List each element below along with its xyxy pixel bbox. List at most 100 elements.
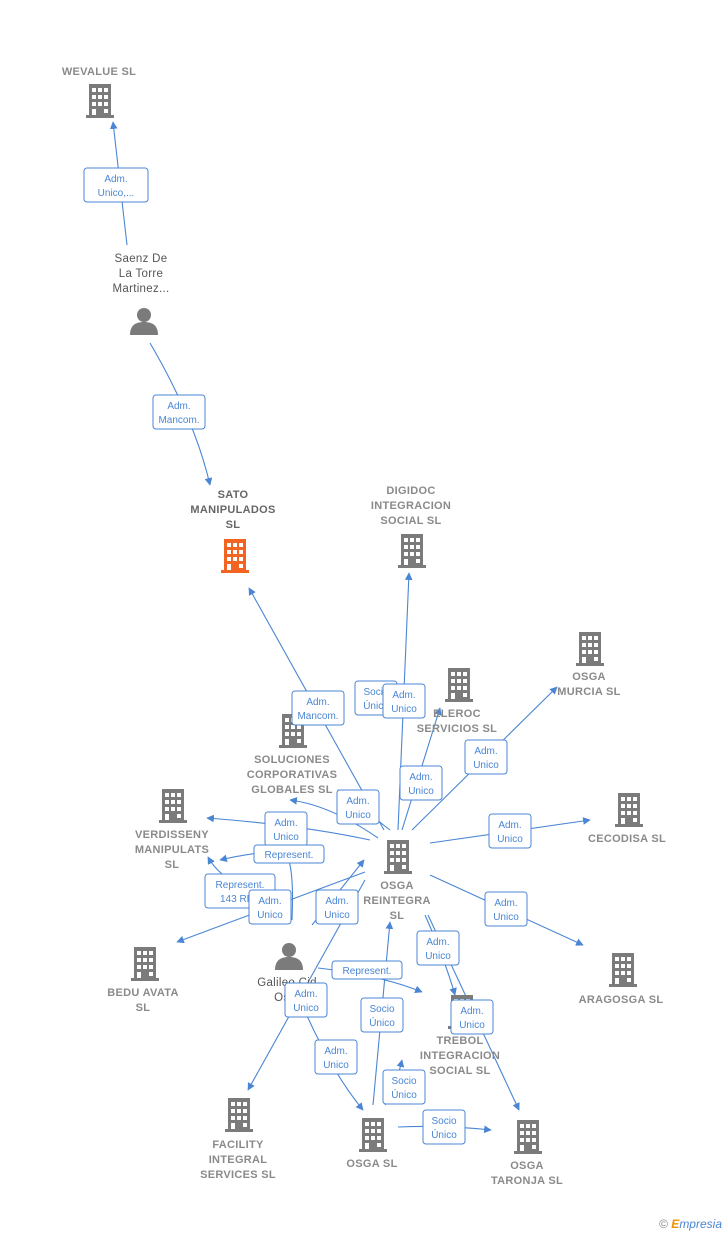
edge-label-frame — [248, 889, 292, 925]
edge-label-box[interactable]: Adm.Unico — [450, 999, 494, 1035]
edge-label-frame — [484, 891, 528, 927]
node-label-line: OSGA — [380, 880, 414, 892]
company-node-wevalue[interactable]: WEVALUE SL — [62, 66, 136, 118]
node-label-line: SOCIAL SL — [380, 515, 441, 527]
edge-label-frame — [360, 997, 404, 1033]
edge-label-text: Unico — [473, 760, 499, 771]
edge-label-box[interactable]: Adm.Mancom. — [152, 394, 206, 430]
edge-label-text: Unico — [323, 1060, 349, 1071]
node-label-line: SOCIAL SL — [429, 1065, 490, 1077]
node-label-line: SL — [136, 1002, 151, 1014]
edge-label-frame — [464, 739, 508, 775]
person-icon — [275, 943, 303, 970]
edge-label-box[interactable]: Adm.Unico — [314, 1039, 358, 1075]
edge-label-box[interactable]: Adm.Unico — [382, 683, 426, 719]
node-label-line: OSGA — [572, 671, 606, 683]
edge-label-box[interactable]: Represent. — [253, 844, 325, 864]
brand-name: mpresia — [679, 1217, 722, 1231]
edge-label-box[interactable]: Adm.Unico — [264, 811, 308, 847]
edge-label-text: Unico — [408, 786, 434, 797]
node-label-line: SERVICIOS SL — [417, 723, 497, 735]
edge-label-text: Unico — [497, 834, 523, 845]
edge-label-text: Adm. — [325, 896, 348, 907]
company-node-aragosga[interactable]: ARAGOSGA SL — [579, 953, 664, 1006]
person-icon — [130, 308, 158, 335]
edge-label-box[interactable]: Adm.Unico — [315, 889, 359, 925]
edge-label-text: Adm. — [460, 1006, 483, 1017]
edge-label-box[interactable]: Adm.Unico — [399, 765, 443, 801]
node-label-line: VERDISSENY — [135, 829, 209, 841]
edge-label-text: Unico — [257, 910, 283, 921]
building-icon — [445, 668, 473, 702]
building-icon — [615, 793, 643, 827]
edge-label-text: Adm. — [494, 898, 517, 909]
node-label-line: La Torre — [119, 268, 163, 280]
edge-label-frame — [382, 1069, 426, 1105]
edge-label-box[interactable]: Adm.Unico — [464, 739, 508, 775]
edge-label-text: Único — [431, 1128, 457, 1141]
edge-label-box[interactable]: Adm.Unico — [484, 891, 528, 927]
edge-label-text: Adm. — [294, 989, 317, 1000]
edge-label-text: Único — [391, 1088, 417, 1101]
edge-label-box[interactable]: Adm.Unico — [248, 889, 292, 925]
node-label-line: SL — [390, 910, 405, 922]
edge-label-box[interactable]: Adm.Mancom. — [291, 690, 345, 726]
edge-label-box[interactable]: Adm. Unico — [488, 813, 532, 849]
building-icon — [221, 539, 249, 573]
edge-label-box[interactable]: Represent. — [331, 960, 403, 980]
node-label-line: MURCIA SL — [557, 686, 620, 698]
edge-label-text: Represent. — [265, 850, 314, 861]
edge-label-text: Adm. — [498, 820, 521, 831]
edge-label-text: Socio — [363, 687, 388, 698]
company-node-osga[interactable]: OSGA SL — [346, 1118, 397, 1170]
edge-label-text: Único — [369, 1016, 395, 1029]
edge-label-text: Unico,... — [98, 188, 135, 199]
edge-label-box[interactable]: Adm.Unico — [284, 982, 328, 1018]
building-icon — [609, 953, 637, 987]
edge-label-frame — [315, 889, 359, 925]
edge-label-frame — [253, 844, 325, 864]
edge-label-frame — [336, 789, 380, 825]
node-label-line: DIGIDOC — [386, 485, 435, 497]
edge-label-text: 143 RF... — [220, 894, 260, 905]
brand-initial: E — [671, 1217, 680, 1231]
edge-label-text: Adm. — [392, 690, 415, 701]
node-label-line: ARAGOSGA SL — [579, 994, 664, 1006]
building-icon — [225, 1098, 253, 1132]
company-node-digidoc[interactable]: DIGIDOC INTEGRACION SOCIAL SL — [371, 485, 451, 568]
edge-label-frame — [314, 1039, 358, 1075]
edge-label-box[interactable]: Adm.Unico,... — [83, 167, 149, 203]
node-label-line: GLOBALES SL — [251, 784, 333, 796]
edge-label-text: Adm. — [167, 401, 190, 412]
building-icon — [86, 84, 114, 118]
brand-logo: © Empresia — [659, 1217, 722, 1231]
node-label-line: SERVICES SL — [200, 1169, 276, 1181]
edge-label-frame — [284, 982, 328, 1018]
building-icon — [514, 1120, 542, 1154]
edge-label-box[interactable]: Adm.Unico — [416, 930, 460, 966]
node-label-line: INTEGRACION — [371, 500, 451, 512]
company-node-cecodisa[interactable]: CECODISA SL — [588, 793, 666, 845]
node-label-line: INTEGRACION — [420, 1050, 500, 1062]
edge-label-box[interactable]: Adm.Unico — [336, 789, 380, 825]
company-node-osga-murcia[interactable]: OSGA MURCIA SL — [557, 632, 620, 698]
